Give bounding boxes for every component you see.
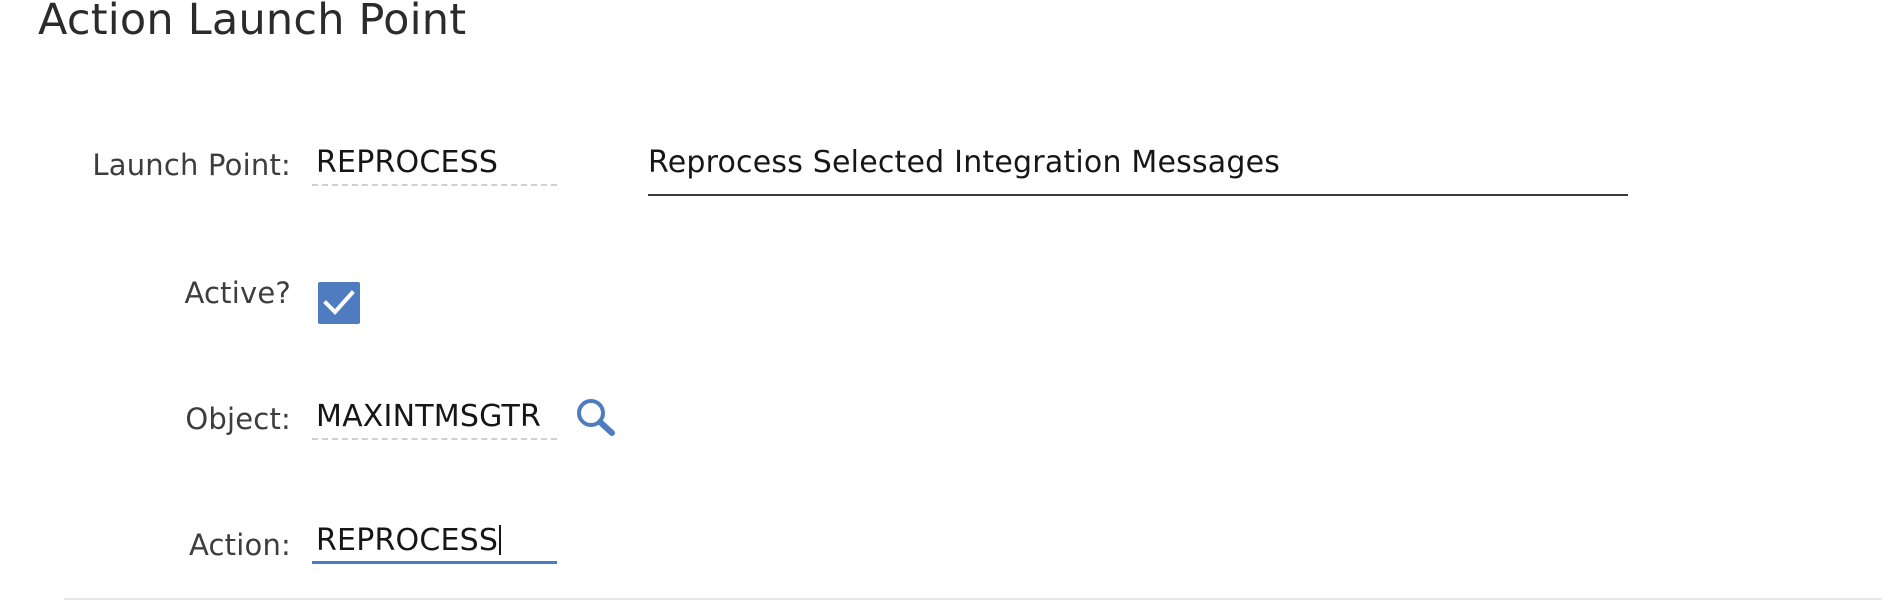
- object-lookup-button[interactable]: [574, 396, 622, 442]
- object-field[interactable]: MAXINTMSGTR: [312, 394, 557, 440]
- text-caret: [499, 525, 502, 555]
- object-label: Object:: [185, 402, 291, 436]
- action-field[interactable]: REPROCESS: [312, 518, 557, 564]
- launch-point-field[interactable]: REPROCESS: [312, 140, 557, 186]
- launch-point-description-field[interactable]: Reprocess Selected Integration Messages: [648, 140, 1628, 196]
- active-label: Active?: [184, 276, 291, 310]
- action-label: Action:: [189, 528, 291, 562]
- search-icon: [577, 399, 615, 436]
- action-field-value: REPROCESS: [316, 523, 499, 558]
- checkmark-icon: [323, 290, 355, 315]
- active-checkbox[interactable]: [318, 282, 360, 324]
- launch-point-label: Launch Point:: [92, 148, 291, 182]
- page-title: Action Launch Point: [38, 0, 467, 45]
- section-divider: [64, 598, 1882, 600]
